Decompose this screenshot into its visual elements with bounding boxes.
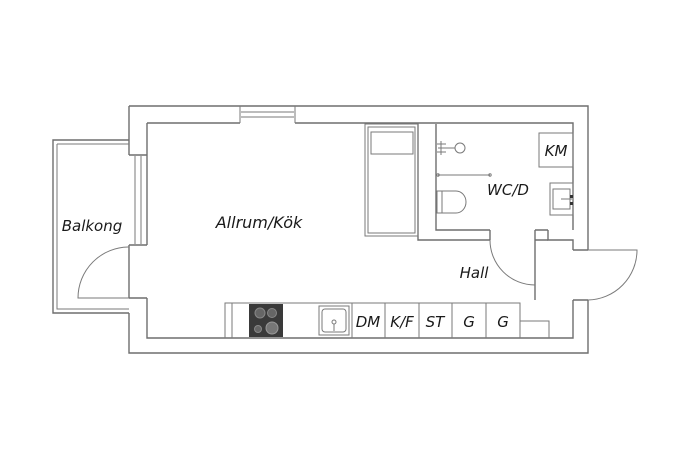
counter-label-storage: ST (426, 313, 447, 331)
room-label-balkong: Balkong (62, 217, 123, 235)
bed (364, 123, 419, 237)
washbasin (549, 182, 574, 216)
km-label: KM (545, 142, 568, 160)
entry-door[interactable] (587, 249, 638, 301)
washing-machine: KM (538, 132, 574, 168)
balcony-door[interactable] (77, 246, 130, 299)
bathroom-walls (417, 123, 548, 300)
stove-icon (249, 304, 283, 337)
counter-label-wardrobe-2: G (497, 313, 509, 331)
counter-label-fridge-freezer: K/F (390, 313, 414, 331)
counter-label-wardrobe-1: G (463, 313, 475, 331)
room-label-hall: Hall (460, 264, 490, 282)
shower (436, 141, 492, 177)
counter-label-dishwasher: DM (356, 313, 381, 331)
toilet (436, 190, 467, 214)
outer-walls (128, 105, 589, 354)
bathroom-door[interactable] (489, 239, 536, 286)
kitchen-counter (224, 302, 550, 338)
balcony (52, 139, 129, 314)
room-label-wc: WC/D (487, 181, 529, 199)
room-label-allrum-kok: Allrum/Kök (215, 213, 303, 232)
